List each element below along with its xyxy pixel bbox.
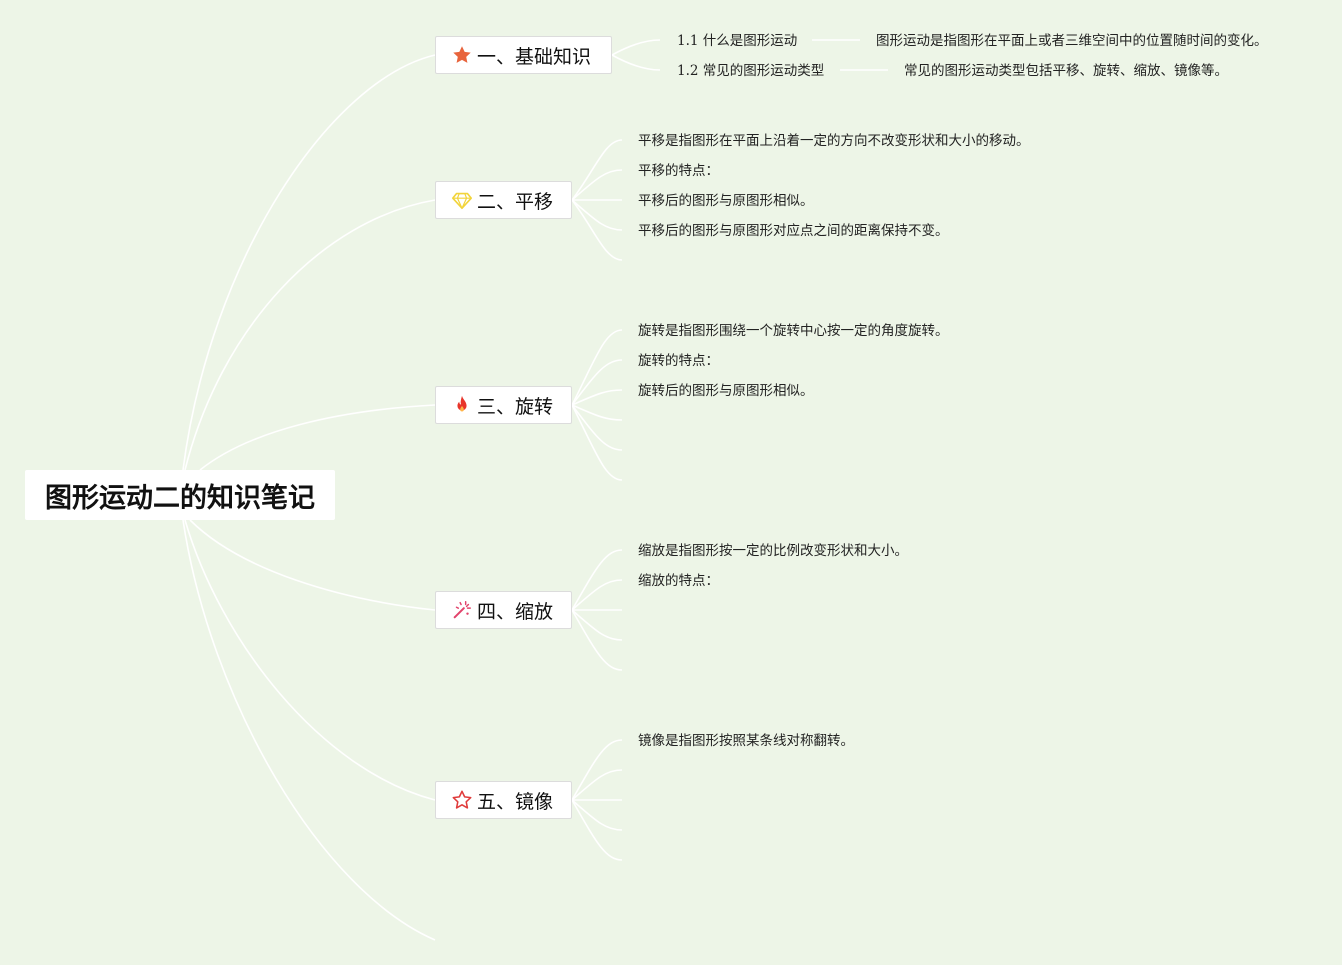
connector-topic3-item4 [571, 404, 623, 421]
connector-root-topic-5 [184, 519, 436, 801]
connector-topic2-item2 [571, 169, 623, 201]
topic-rotation[interactable]: 三、旋转 [435, 386, 572, 424]
connector-root-topic-1 [182, 54, 436, 471]
list-item[interactable]: 缩放的特点： [638, 573, 719, 589]
connector-topic2-item5 [571, 199, 623, 261]
list-item[interactable]: 平移的特点： [638, 163, 719, 179]
list-item[interactable]: 旋转是指图形围绕一个旋转中心按一定的角度旋转。 [638, 323, 949, 339]
list-item[interactable]: 平移后的图形与原图形相似。 [638, 193, 814, 209]
topic-label: 二、平移 [477, 190, 554, 213]
connector-root-extra [182, 519, 436, 941]
list-item[interactable]: 缩放是指图形按一定的比例改变形状和大小。 [638, 543, 908, 559]
list-item[interactable]: 旋转的特点： [638, 353, 719, 369]
root-title: 图形运动二的知识笔记 [45, 482, 315, 514]
topic-label: 三、旋转 [477, 395, 554, 418]
subtopic-detail[interactable]: 图形运动是指图形在平面上或者三维空间中的位置随时间的变化。 [876, 33, 1268, 49]
star-outline-icon [451, 789, 473, 811]
topic-label: 五、镜像 [477, 790, 554, 813]
topic-scaling[interactable]: 四、缩放 [435, 591, 572, 629]
list-item[interactable]: 平移后的图形与原图形对应点之间的距离保持不变。 [638, 223, 949, 239]
topic-label: 一、基础知识 [477, 45, 592, 68]
connector-topic3-item2 [571, 359, 623, 406]
connector-topic2-item4 [571, 199, 623, 231]
list-item[interactable]: 镜像是指图形按照某条线对称翻转。 [638, 733, 854, 749]
subtopic-motion-types[interactable]: 1.2 常见的图形运动类型 [677, 63, 825, 79]
connector-topic2-item1 [571, 139, 623, 201]
connector-topic1-sub1 [611, 39, 661, 56]
connector-topic5-item5 [571, 799, 623, 861]
connector-topic4-item2 [571, 579, 623, 611]
subtopic-detail[interactable]: 常见的图形运动类型包括平移、旋转、缩放、镜像等。 [904, 63, 1228, 79]
connector-topic3-item5 [571, 404, 623, 451]
connector-topic4-item4 [571, 609, 623, 641]
fire-icon [451, 394, 473, 416]
subtopic-what-is-motion[interactable]: 1.1 什么是图形运动 [677, 33, 798, 49]
topic-mirror[interactable]: 五、镜像 [435, 781, 572, 819]
connector-topic3-item3 [571, 389, 623, 406]
topic-translation[interactable]: 二、平移 [435, 181, 572, 219]
magic-wand-icon [451, 599, 473, 621]
connector-root-topic-3 [199, 404, 436, 471]
connector-root-topic-2 [184, 199, 436, 471]
connector-topic5-item2 [571, 769, 623, 801]
list-item[interactable]: 旋转后的图形与原图形相似。 [638, 383, 814, 399]
connector-topic3-item6 [571, 404, 623, 481]
connector-topic4-item5 [571, 609, 623, 671]
root-topic[interactable]: 图形运动二的知识笔记 [25, 470, 335, 520]
connector-topic5-item4 [571, 799, 623, 831]
connector-root-topic-4 [189, 519, 436, 611]
star-filled-icon [451, 44, 473, 66]
connector-topic4-item1 [571, 549, 623, 611]
diamond-icon [451, 189, 473, 211]
topic-basic-knowledge[interactable]: 一、基础知识 [435, 36, 612, 74]
connector-topic1-sub2 [611, 54, 661, 71]
connector-topic3-item1 [571, 329, 623, 406]
topic-label: 四、缩放 [477, 600, 554, 623]
connector-topic5-item1 [571, 739, 623, 801]
list-item[interactable]: 平移是指图形在平面上沿着一定的方向不改变形状和大小的移动。 [638, 133, 1030, 149]
